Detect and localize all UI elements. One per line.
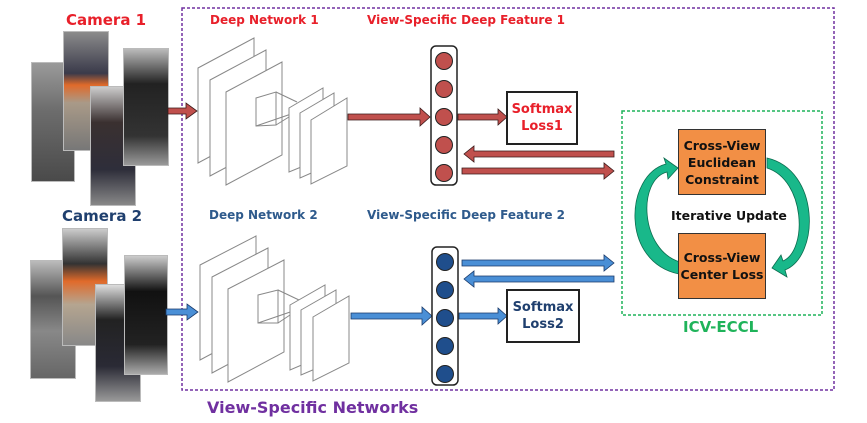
icv-eccl-title: ICV-ECCL bbox=[683, 318, 759, 336]
feature2-node bbox=[436, 337, 454, 355]
camera-1-label: Camera 1 bbox=[66, 11, 147, 29]
feature2-node bbox=[436, 281, 454, 299]
view1-arrows bbox=[167, 102, 615, 180]
network1-to-feature1-arrow bbox=[347, 107, 431, 127]
deep-network-2-label: Deep Network 2 bbox=[209, 208, 318, 222]
euclidean-line3: Constraint bbox=[685, 171, 759, 187]
deep-network-1-label: Deep Network 1 bbox=[210, 13, 319, 27]
center-line1: Cross-View bbox=[683, 250, 761, 265]
view2-arrows bbox=[165, 254, 615, 326]
feature1-node bbox=[435, 136, 453, 154]
cycle-arrow-left bbox=[634, 156, 681, 275]
network2-to-feature2-arrow bbox=[350, 306, 433, 326]
feature1-node bbox=[435, 108, 453, 126]
feature-2-label: View-Specific Deep Feature 2 bbox=[367, 208, 565, 222]
iterative-update-cycle-arrows bbox=[634, 156, 810, 278]
feature2-to-icv-arrow bbox=[461, 254, 615, 272]
feature1-to-icv-arrow bbox=[461, 162, 615, 180]
feature2-node bbox=[436, 365, 454, 383]
feature2-node bbox=[436, 253, 454, 271]
input-arrow-2 bbox=[165, 303, 199, 321]
softmax-loss2-line1: Softmax bbox=[512, 300, 574, 315]
icv-to-feature2-arrow bbox=[463, 270, 615, 288]
feature-1-label: View-Specific Deep Feature 1 bbox=[367, 13, 565, 27]
cross-view-euclidean-constraint-box: Cross-View Euclidean Constraint bbox=[678, 129, 766, 195]
euclidean-line2: Euclidean bbox=[687, 154, 757, 170]
feature1-node bbox=[435, 80, 453, 98]
softmax-loss1-line2: Loss1 bbox=[521, 119, 563, 134]
feature1-node bbox=[435, 164, 453, 182]
input-arrow-1 bbox=[167, 102, 198, 120]
softmax-loss2-line2: Loss2 bbox=[522, 317, 564, 332]
center-line2: Center Loss bbox=[680, 267, 764, 282]
cross-view-center-loss-box: Cross-View Center Loss bbox=[678, 233, 766, 299]
view-specific-networks-border bbox=[181, 7, 835, 391]
deep-network-1-layers bbox=[197, 37, 348, 186]
softmax-loss1-line1: Softmax bbox=[511, 102, 573, 117]
feature2-column bbox=[431, 246, 459, 386]
euclidean-line1: Cross-View bbox=[683, 137, 761, 153]
feature1-node bbox=[435, 52, 453, 70]
person-photo bbox=[124, 255, 168, 375]
camera-2-label: Camera 2 bbox=[62, 207, 143, 225]
cycle-arrow-right bbox=[766, 157, 810, 278]
view-specific-networks-title: View-Specific Networks bbox=[207, 398, 419, 417]
deep-network-2-layers bbox=[199, 235, 350, 383]
feature2-to-softmax2-arrow bbox=[458, 307, 508, 325]
softmax-loss1-box: Softmax Loss1 bbox=[506, 91, 578, 145]
icv-eccl-border bbox=[621, 110, 823, 316]
icv-to-feature1-arrow bbox=[463, 145, 615, 163]
feature1-column bbox=[430, 45, 458, 186]
person-photo bbox=[123, 48, 169, 166]
feature1-to-softmax1-arrow bbox=[457, 108, 508, 126]
iterative-update-label: Iterative Update bbox=[671, 208, 787, 223]
feature2-node bbox=[436, 309, 454, 327]
softmax-loss2-box: Softmax Loss2 bbox=[506, 289, 580, 343]
